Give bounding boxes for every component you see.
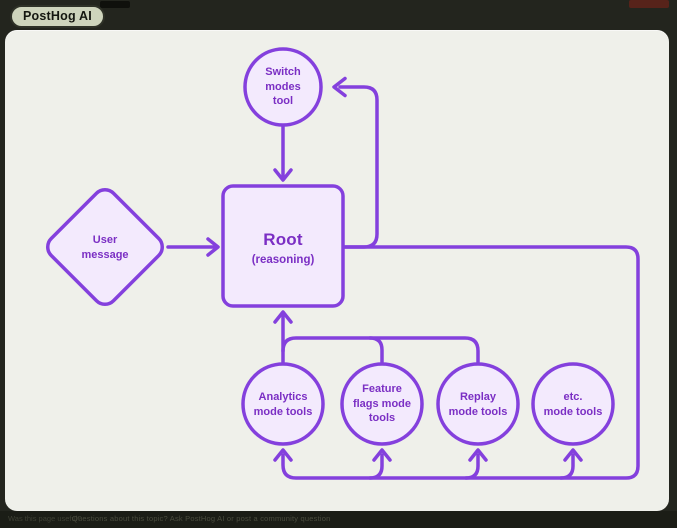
top-bar-artifact: [100, 1, 130, 8]
arrowhead-into-root-left: [206, 237, 220, 257]
node-switch-modes-tool: [243, 47, 323, 127]
node-feature-flags-mode-tools: [340, 362, 424, 446]
arrowhead-into-etc: [563, 448, 583, 462]
arrowhead-into-analytics: [273, 448, 293, 462]
edge-loop-etc: [559, 453, 575, 480]
top-right-artifact: [629, 0, 669, 8]
edge-return-merge: [281, 336, 480, 364]
edge-root-to-switch: [338, 85, 379, 249]
node-root: [221, 184, 345, 308]
node-replay-mode-tools: [436, 362, 520, 446]
arrowhead-into-featureflags: [372, 448, 392, 462]
arrowhead-into-replay: [468, 448, 488, 462]
arrowhead-into-switch: [332, 76, 347, 98]
footer-feedback-text: Was this page useful?: [8, 514, 82, 523]
posthog-ai-chip[interactable]: PostHog AI: [10, 5, 105, 28]
footer-question-link[interactable]: Questions about this topic? Ask PostHog …: [72, 514, 331, 523]
node-user-message: [45, 187, 165, 307]
edge-featureflags-return: [368, 336, 384, 364]
arrowhead-into-root-bottom: [273, 310, 293, 324]
arrowhead-into-root-top: [273, 168, 293, 182]
edge-loop-replay: [464, 453, 480, 480]
node-etc-mode-tools: [531, 362, 615, 446]
footer-bar: Was this page useful? Questions about th…: [0, 511, 677, 528]
edge-root-loop: [281, 245, 640, 480]
edge-loop-featureflags: [368, 453, 384, 480]
node-analytics-mode-tools: [241, 362, 325, 446]
